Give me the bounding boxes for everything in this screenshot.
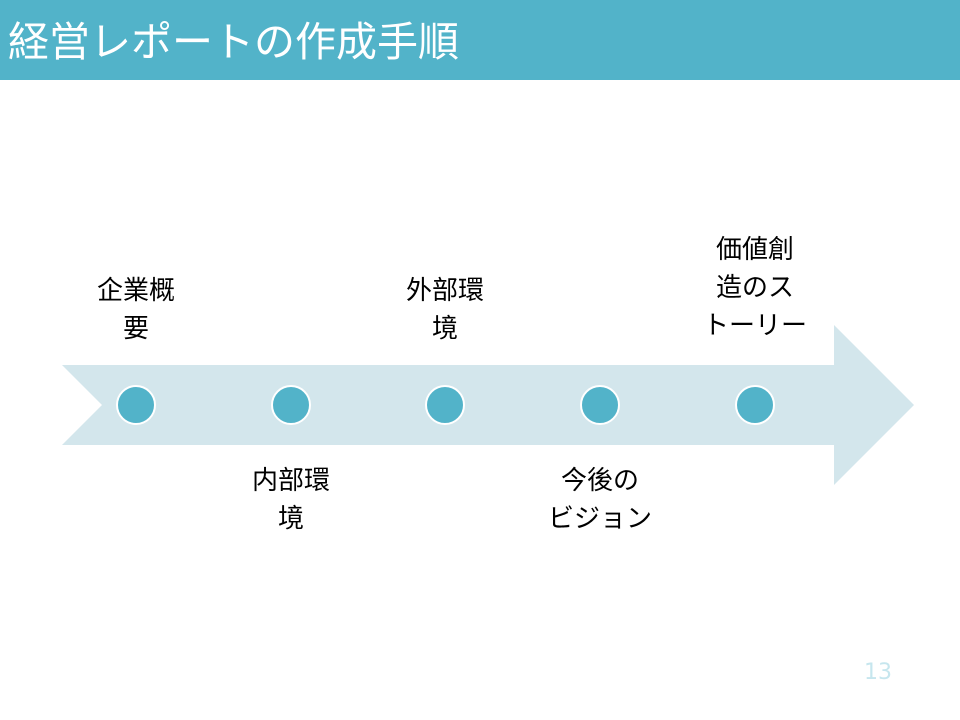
- step-label-5: 価値創 造のス トーリー: [675, 231, 835, 345]
- page-number: 13: [864, 660, 892, 685]
- step-label-2-line-2: 境: [277, 504, 304, 534]
- step-label-1-line-1: 企業概: [96, 276, 175, 306]
- step-label-3-line-2: 境: [431, 314, 458, 344]
- step-label-3-line-1: 外部環: [405, 276, 484, 306]
- step-label-1-line-2: 要: [122, 314, 149, 344]
- step-label-2-line-1: 内部環: [251, 466, 330, 496]
- step-label-4: 今後の ビジョン: [520, 462, 680, 538]
- timeline-node-3: [425, 385, 465, 425]
- timeline-node-1: [116, 385, 156, 425]
- title-bar: 経営レポートの作成手順: [0, 0, 960, 80]
- step-label-2: 内部環 境: [211, 462, 371, 538]
- arrow-shape: [62, 325, 914, 485]
- timeline-node-4: [580, 385, 620, 425]
- step-label-5-line-1: 価値創: [715, 235, 794, 265]
- step-label-4-line-2: ビジョン: [547, 504, 652, 534]
- timeline-node-2: [271, 385, 311, 425]
- timeline-node-5: [735, 385, 775, 425]
- step-label-4-line-1: 今後の: [560, 466, 639, 496]
- page-title: 経営レポートの作成手順: [8, 18, 459, 66]
- step-label-3: 外部環 境: [365, 272, 525, 348]
- step-label-5-line-3: トーリー: [702, 311, 807, 341]
- step-label-1: 企業概 要: [56, 272, 216, 348]
- step-label-5-line-2: 造のス: [715, 273, 794, 303]
